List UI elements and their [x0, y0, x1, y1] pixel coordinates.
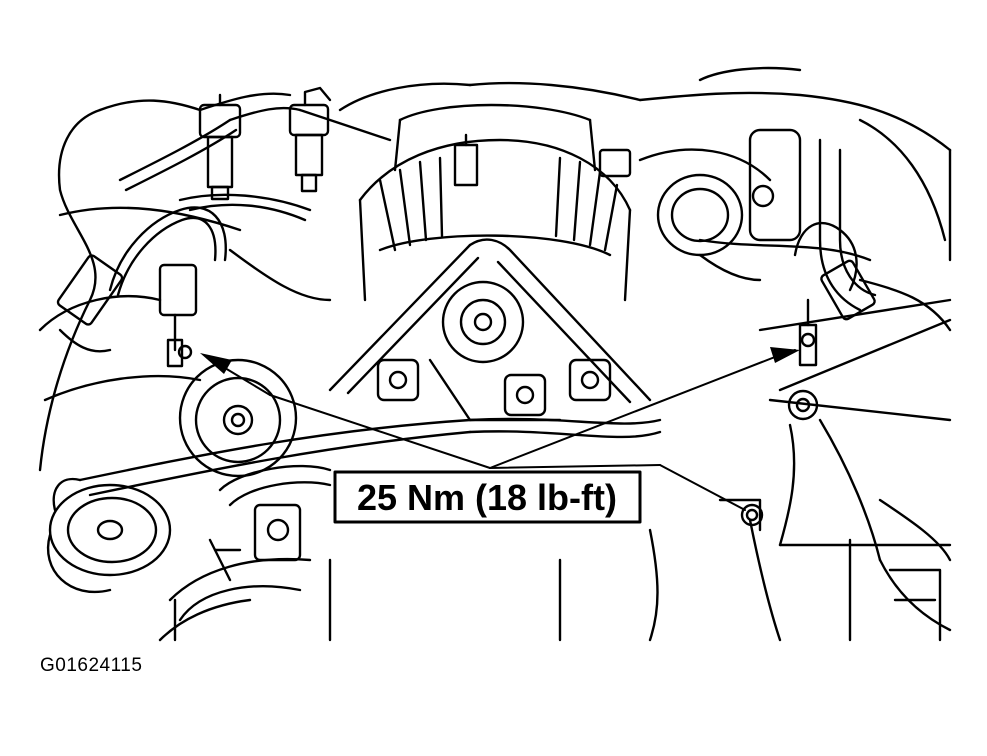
drive-belt — [47, 238, 662, 593]
engine-background-lines — [38, 66, 952, 642]
arrow-icon — [200, 353, 271, 396]
right-connector-plug — [793, 221, 876, 367]
leader-lines — [269, 354, 781, 511]
figure-id: G01624115 — [40, 655, 143, 676]
alternator-pulley — [441, 280, 525, 364]
right-bracket — [718, 318, 952, 547]
lower-middle-pulley — [173, 464, 332, 642]
torque-label: 25 Nm (18 lb-ft) — [357, 477, 617, 518]
torque-callout: 25 Nm (18 lb-ft) — [333, 470, 642, 524]
alternator — [358, 103, 632, 422]
left-connector-plug — [56, 206, 227, 368]
arrow-icon — [770, 347, 800, 363]
wiring-harness — [118, 106, 392, 222]
coolant-housing — [656, 128, 877, 312]
idler-pulley-left — [178, 358, 298, 478]
lower-left-pulley — [48, 483, 172, 577]
sensor-connectors — [198, 86, 332, 201]
bolts — [177, 332, 816, 522]
